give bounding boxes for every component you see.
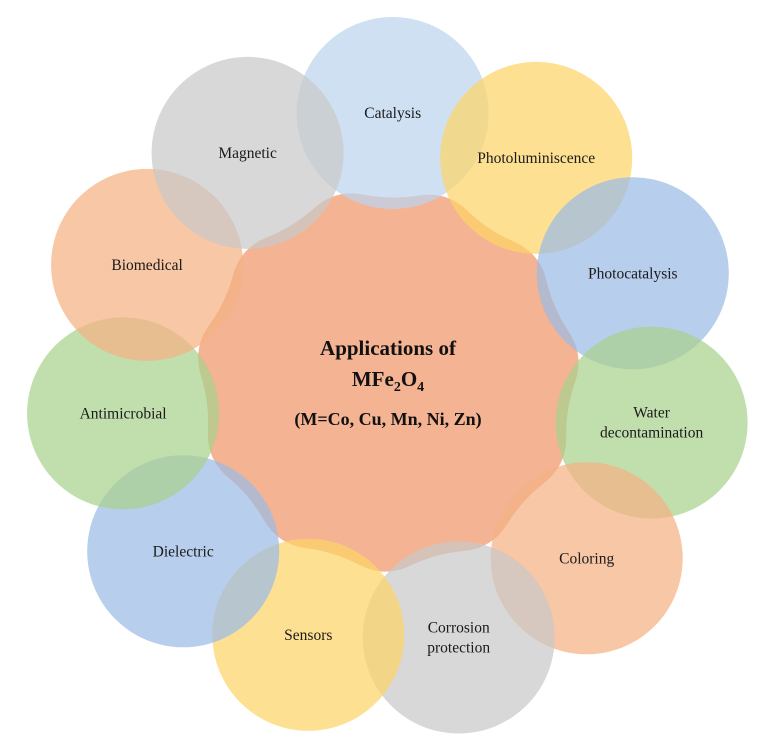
application-label: Photocatalysis bbox=[588, 265, 678, 282]
application-label: Coloring bbox=[559, 550, 614, 567]
application-label: Corrosion protection bbox=[427, 620, 490, 657]
application-label-line: Water bbox=[633, 405, 670, 422]
application-label-line: Sensors bbox=[284, 627, 332, 644]
center-formula: MFe2O4 bbox=[352, 367, 424, 395]
application-label: Dielectric bbox=[153, 543, 214, 560]
application-label: Magnetic bbox=[218, 145, 277, 162]
application-label-line: Dielectric bbox=[153, 543, 214, 560]
application-label: Antimicrobial bbox=[80, 405, 167, 422]
application-label-line: protection bbox=[427, 640, 490, 657]
center-metals: (M=Co, Cu, Mn, Ni, Zn) bbox=[294, 409, 481, 430]
application-label-line: Magnetic bbox=[218, 145, 277, 162]
application-labels: CatalysisPhotoluminiscencePhotocatalysis… bbox=[80, 105, 704, 657]
application-label-line: Photocatalysis bbox=[588, 265, 678, 282]
application-label-line: decontamination bbox=[600, 425, 704, 442]
application-label-line: Catalysis bbox=[364, 105, 421, 122]
application-label: Water decontamination bbox=[600, 405, 704, 442]
application-label-line: Biomedical bbox=[111, 257, 182, 274]
application-label-line: Photoluminiscence bbox=[477, 150, 595, 167]
application-label: Biomedical bbox=[111, 257, 182, 274]
application-label-line: Corrosion bbox=[428, 620, 490, 637]
center-title: Applications of bbox=[320, 336, 457, 360]
application-label: Photoluminiscence bbox=[477, 150, 595, 167]
application-circle bbox=[27, 317, 220, 510]
application-label-line: Antimicrobial bbox=[80, 405, 167, 422]
application-label-line: Coloring bbox=[559, 550, 614, 567]
application-label: Catalysis bbox=[364, 105, 421, 122]
application-circles bbox=[27, 17, 748, 734]
application-circle bbox=[151, 56, 344, 249]
application-circle bbox=[536, 177, 729, 370]
application-circle bbox=[362, 541, 555, 734]
application-label: Sensors bbox=[284, 627, 332, 644]
center-node: Applications of MFe2O4 (M=Co, Cu, Mn, Ni… bbox=[198, 193, 579, 572]
center-scalloped-shape bbox=[198, 193, 579, 572]
